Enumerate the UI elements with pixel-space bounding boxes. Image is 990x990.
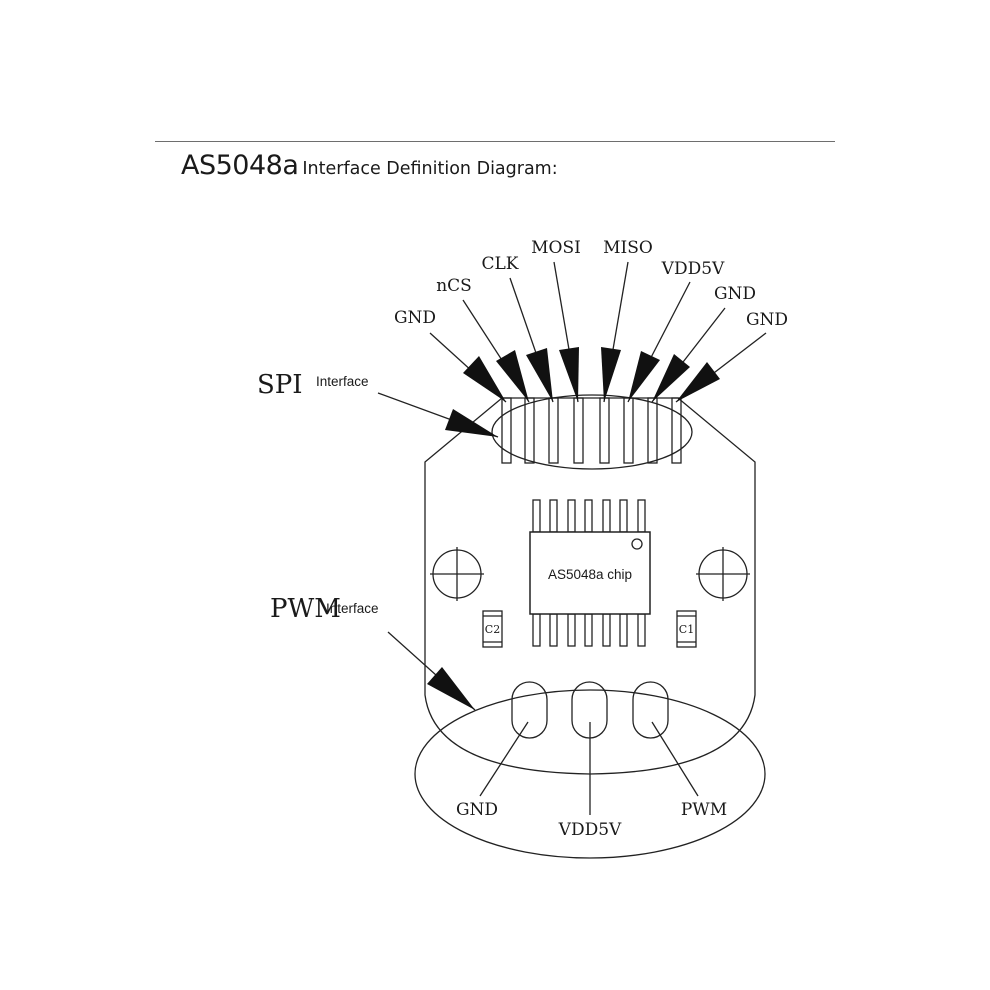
spi-pin-label-8: GND [746,310,788,330]
pwm-pin-leaders [479,721,699,815]
chip-body [529,531,651,615]
mounting-hole-right [696,547,750,601]
pwm-pin-label-1: GND [456,800,498,820]
board-outline [424,397,756,775]
divider-line [155,141,835,142]
spi-highlight-ellipse [491,394,693,470]
spi-pin-label-1: GND [394,308,436,328]
spi-callout: SPI Interface [257,370,499,438]
capacitor-c2-label: C2 [485,623,500,636]
spi-pin-label-4: MOSI [531,238,581,258]
chip-pin1-dot [631,538,643,550]
pwm-sublabel: Interface [326,601,379,616]
pwm-pin-label-2: VDD5V [558,820,622,840]
spi-pin-label-3: CLK [482,254,519,274]
spi-pin-label-5: MISO [603,238,653,258]
capacitor-c1-label: C1 [679,623,694,636]
spi-sublabel: Interface [316,374,369,389]
pwm-callout: PWM Interface [270,594,476,711]
chip-bottom-pins [532,613,646,647]
chip-label: AS5048a chip [548,567,632,582]
pwm-pin-label-3: PWM [681,800,727,820]
pwm-pin-labels: GND VDD5V PWM [456,800,727,840]
pwm-highlight-ellipse [414,689,766,859]
capacitor-c1: C1 [676,610,697,648]
title-chip-name: AS5048a [181,150,299,181]
mounting-hole-left [430,547,484,601]
spi-pin-arrows [429,261,767,403]
spi-pin-label-7: GND [714,284,756,304]
capacitor-c2: C2 [482,610,503,648]
title-text: Interface Definition Diagram: [302,159,558,179]
chip-top-pins [532,499,646,533]
spi-pin-label-6: VDD5V [661,259,725,279]
spi-label: SPI [257,370,303,400]
spi-header-pins [501,397,682,464]
pwm-label: PWM [270,594,341,624]
spi-pin-labels: GND nCS CLK MOSI MISO VDD5V GND GND [394,238,788,330]
spi-pin-label-2: nCS [436,276,472,296]
